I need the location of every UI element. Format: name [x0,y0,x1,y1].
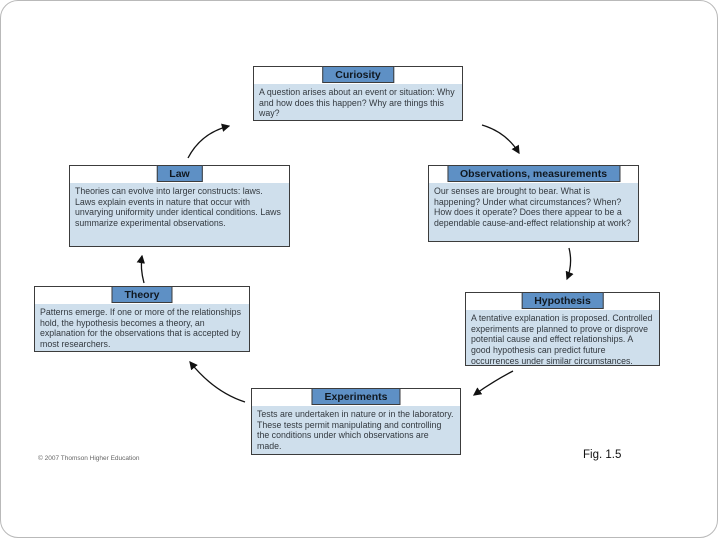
box-hypothesis-tabrow: Hypothesis [466,292,659,311]
box-theory-text: Patterns emerge. If one or more of the r… [35,304,249,351]
box-observations-text: Our senses are brought to bear. What is … [429,183,638,241]
box-observations-tabrow: Observations, measurements [429,165,638,184]
figure-label: Fig. 1.5 [583,449,622,461]
box-experiments-text: Tests are undertaken in nature or in the… [252,406,460,454]
box-observations-title: Observations, measurements [446,165,621,182]
box-hypothesis-text: A tentative explanation is proposed. Con… [466,310,659,366]
box-curiosity: Curiosity A question arises about an eve… [253,66,463,121]
box-theory-title: Theory [111,286,173,303]
box-experiments: Experiments Tests are undertaken in natu… [251,388,461,455]
box-hypothesis: Hypothesis A tentative explanation is pr… [465,292,660,366]
box-law-title: Law [156,165,203,182]
box-theory: Theory Patterns emerge. If one or more o… [34,286,250,352]
box-law-tabrow: Law [70,165,289,184]
box-theory-tabrow: Theory [35,286,249,305]
box-curiosity-title: Curiosity [322,66,394,83]
copyright-text: © 2007 Thomson Higher Education [38,455,140,462]
box-hypothesis-title: Hypothesis [521,292,604,309]
box-law-text: Theories can evolve into larger construc… [70,183,289,246]
box-observations: Observations, measurements Our senses ar… [428,165,639,242]
box-curiosity-tabrow: Curiosity [254,66,462,85]
box-law: Law Theories can evolve into larger cons… [69,165,290,247]
box-experiments-tabrow: Experiments [252,388,460,407]
box-curiosity-text: A question arises about an event or situ… [254,84,462,120]
box-experiments-title: Experiments [311,388,401,405]
